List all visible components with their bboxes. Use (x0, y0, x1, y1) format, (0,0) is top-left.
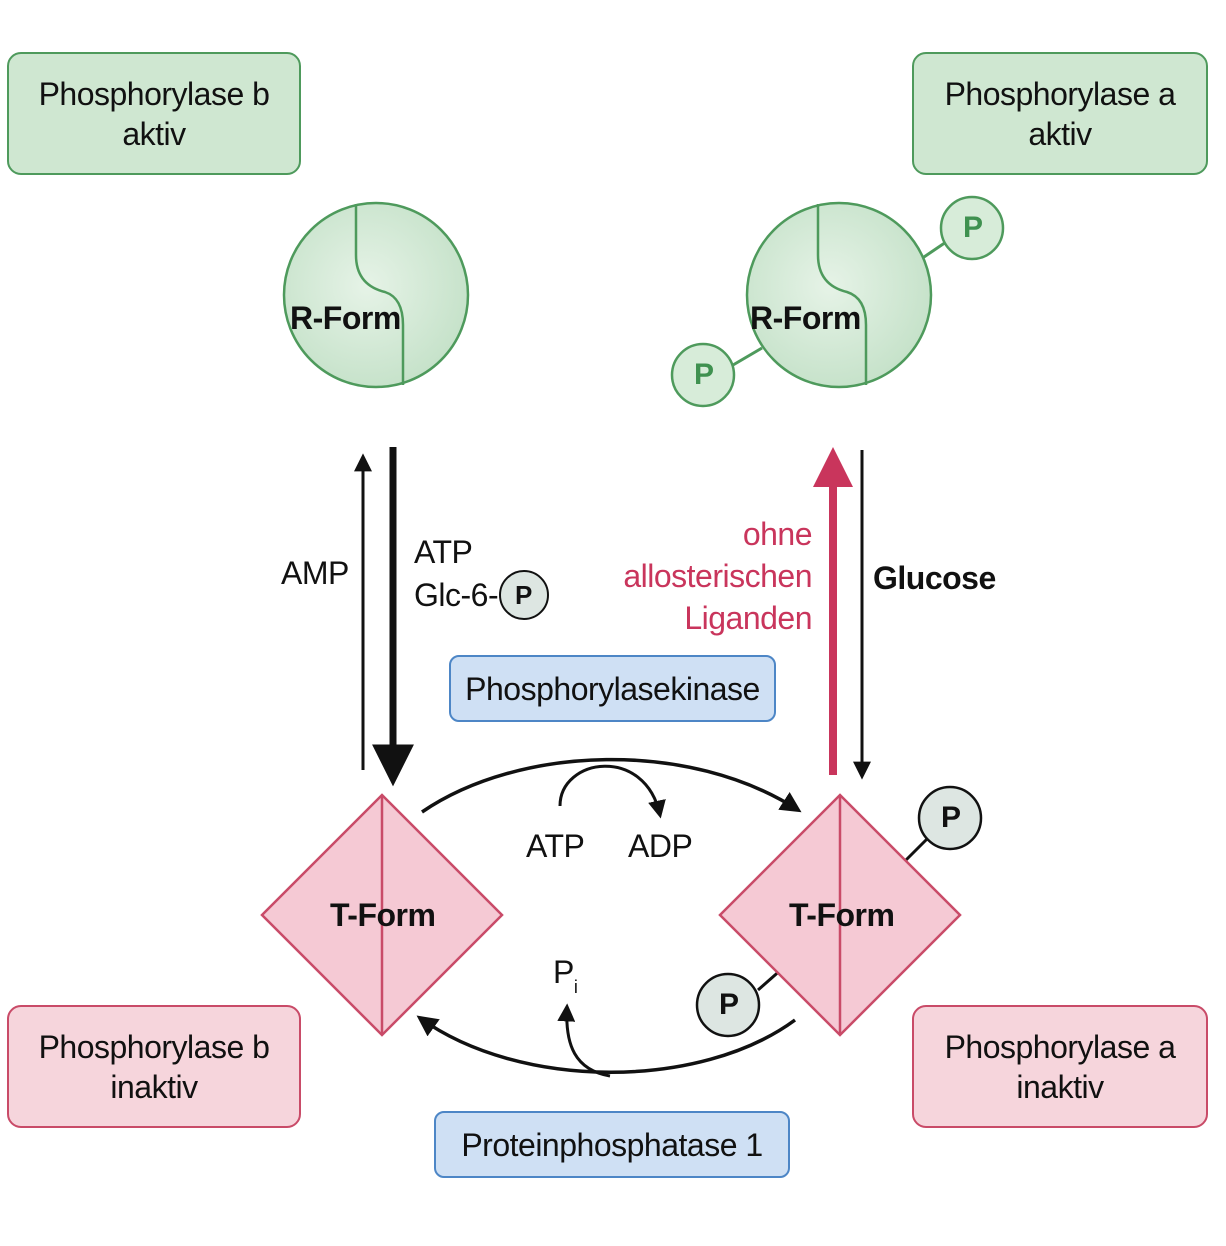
phosphate-label: P (719, 988, 739, 1021)
r-form-right-label: R-Form (750, 300, 861, 336)
box-phosphorylase-a-inactive: Phosphorylase a inaktiv (912, 1005, 1208, 1128)
kinase-label: Phosphorylasekinase (465, 670, 760, 707)
phosphate-icon (695, 972, 761, 1038)
adp-label: ADP (628, 828, 693, 864)
box-line1: Phosphorylase a (944, 75, 1176, 112)
phosphate-icon (917, 785, 983, 851)
phosphate-label: P (515, 580, 532, 610)
no-ligand-line3: Liganden (684, 600, 812, 636)
enzyme-kinase: Phosphorylasekinase (449, 655, 776, 722)
t-form-right-shape (695, 785, 983, 1038)
phosphate-label: P (694, 358, 714, 391)
glucose-label: Glucose (873, 560, 996, 596)
no-ligand-line2: allosterischen (623, 558, 812, 594)
pi-release-arrow (557, 1003, 611, 1078)
box-line1: Phosphorylase a (944, 1028, 1176, 1065)
phosphate-icon (939, 195, 1005, 261)
box-phosphorylase-b-inactive: Phosphorylase b inaktiv (7, 1005, 301, 1128)
t-form-left-shape (260, 793, 504, 1037)
atp-adp-arrow (558, 764, 666, 819)
amp-label: AMP (281, 555, 349, 591)
box-line1: Phosphorylase b (38, 1028, 270, 1065)
r-form-right-shape (670, 195, 1005, 408)
phosphate-icon (670, 342, 736, 408)
phosphate-label: P (963, 211, 983, 244)
t-form-right-label: T-Form (789, 897, 895, 933)
box-line2: aktiv (122, 115, 186, 152)
pi-subscript: i (573, 977, 578, 997)
pi-label: Pi (553, 952, 578, 1007)
box-line2: aktiv (1028, 115, 1092, 152)
glc6-label: Glc-6- (414, 577, 499, 613)
t-form-left-label: T-Form (330, 897, 436, 933)
phosphate-label: P (941, 801, 961, 834)
r-form-left-label: R-Form (290, 300, 401, 336)
pi-main: P (553, 954, 574, 990)
atp-label: ATP (414, 534, 473, 570)
box-line1: Phosphorylase b (38, 75, 270, 112)
r-form-left-shape (282, 201, 470, 389)
box-phosphorylase-a-active: Phosphorylase a aktiv (912, 52, 1208, 175)
atp-consumed-label: ATP (526, 828, 585, 864)
box-line2: inaktiv (1016, 1068, 1104, 1105)
enzyme-phosphatase: Proteinphosphatase 1 (434, 1111, 790, 1178)
phosphorylation-arrow (421, 757, 802, 814)
phosphatase-label: Proteinphosphatase 1 (461, 1126, 763, 1163)
box-line2: inaktiv (110, 1068, 198, 1105)
dephosphorylation-arrow (416, 1015, 797, 1074)
phosphate-icon (499, 570, 549, 620)
no-ligand-line1: ohne (742, 516, 813, 552)
box-phosphorylase-b-active: Phosphorylase b aktiv (7, 52, 301, 175)
